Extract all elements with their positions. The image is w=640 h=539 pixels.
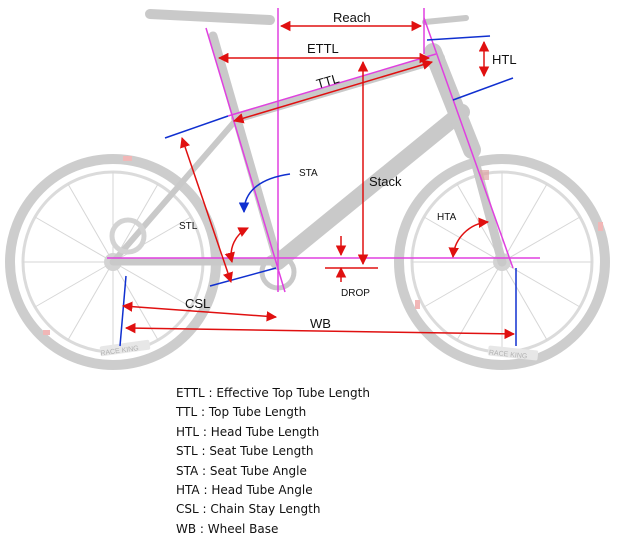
legend-item: WB : Wheel Base: [176, 521, 279, 536]
legend-item: TTL : Top Tube Length: [176, 405, 307, 420]
bicycle-illustration: RACE KING RACE KING: [5, 9, 610, 370]
label-ttl: TTL: [315, 71, 341, 92]
legend-item: STL : Seat Tube Length: [176, 444, 314, 459]
legend-item: ETTL : Effective Top Tube Length: [176, 386, 370, 400]
sta-pointer: [238, 173, 291, 214]
legend-item: HTA : Head Tube Angle: [176, 483, 313, 498]
sta-arc: [224, 227, 249, 264]
label-sta: STA: [299, 168, 318, 179]
legend-abbr: WB: [176, 521, 197, 536]
label-drop: DROP: [341, 288, 370, 299]
front-wheel: RACE KING: [43, 154, 610, 370]
legend-abbr: TTL: [176, 405, 198, 420]
legend-full: Effective Top Tube Length: [216, 386, 370, 400]
label-hta: HTA: [437, 212, 457, 223]
legend-full: Head Tube Angle: [211, 483, 313, 498]
hta-arc: [448, 217, 490, 259]
label-ettl: ETTL: [307, 41, 339, 56]
csl-dim: [121, 301, 278, 322]
dimension-labels: Reach ETTL TTL HTL STA Stack STL HTA DRO…: [179, 10, 517, 331]
legend-abbr: ETTL: [176, 386, 205, 400]
label-csl: CSL: [185, 296, 210, 311]
legend-full: Seat Tube Length: [209, 444, 314, 459]
legend-item: CSL : Chain Stay Length: [176, 502, 321, 517]
front-tire-brand: RACE KING: [489, 349, 528, 360]
label-wb: WB: [310, 316, 331, 331]
wb-dim: [124, 322, 516, 340]
label-stack: Stack: [369, 174, 402, 189]
legend-abbr: STL: [176, 444, 198, 459]
legend-full: Top Tube Length: [208, 405, 307, 420]
legend-full: Wheel Base: [207, 521, 279, 536]
legend-full: Chain Stay Length: [210, 502, 321, 517]
abbreviation-legend: ETTL : Effective Top Tube Length TTL : T…: [176, 384, 370, 539]
label-htl: HTL: [492, 52, 517, 67]
bike-geometry-diagram: RACE KING RACE KING: [5, 8, 610, 370]
legend-item: HTL : Head Tube Length: [176, 424, 320, 439]
ttl-dim: [232, 59, 434, 124]
legend-full: Seat Tube Angle: [209, 463, 307, 478]
legend-full: Head Tube Length: [210, 424, 320, 439]
legend-abbr: CSL: [176, 502, 199, 517]
legend-abbr: HTA: [176, 483, 200, 498]
label-reach: Reach: [333, 10, 371, 25]
legend-item: STA : Seat Tube Angle: [176, 463, 307, 478]
stl-dim: [180, 137, 233, 283]
label-stl: STL: [179, 221, 198, 232]
legend-abbr: HTL: [176, 424, 200, 439]
dimension-lines: [121, 20, 516, 340]
legend-abbr: STA: [176, 463, 199, 478]
